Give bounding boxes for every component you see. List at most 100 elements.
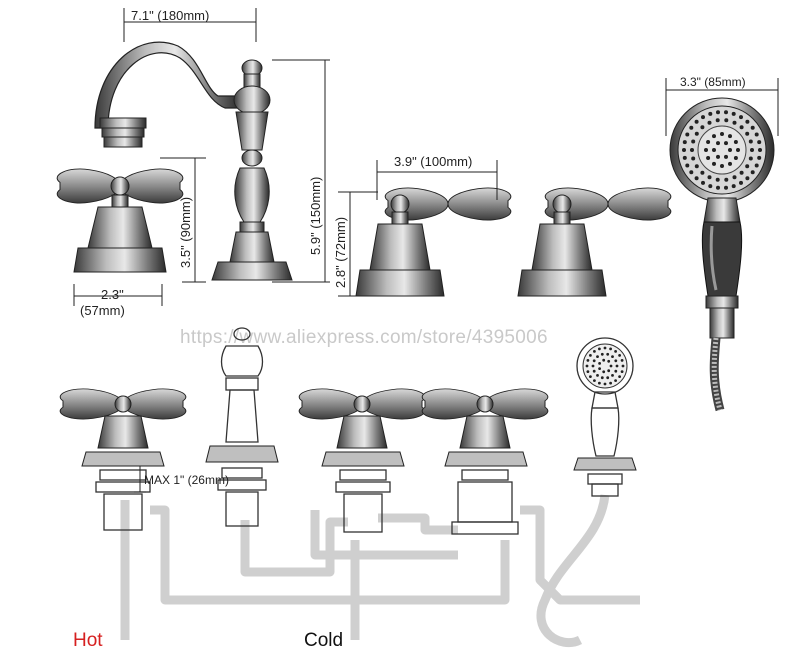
installation-diagram: MAX 1" (26mm) bbox=[59, 327, 640, 648]
nozzle-dot bbox=[598, 367, 601, 370]
nozzle-dot bbox=[694, 131, 699, 136]
left-handle bbox=[56, 168, 184, 273]
nozzle-dot bbox=[745, 176, 750, 181]
nozzle-dot bbox=[731, 111, 736, 116]
nozzle-dot bbox=[620, 370, 624, 373]
nozzle-dot bbox=[724, 177, 729, 182]
nozzle-dot bbox=[685, 132, 690, 137]
nozzle-dot bbox=[748, 139, 753, 144]
nozzle-dot bbox=[728, 161, 732, 166]
shower-nozzles bbox=[682, 110, 762, 190]
nozzle-dot bbox=[682, 140, 687, 145]
nozzle-dot bbox=[600, 376, 604, 380]
nozzle-dot bbox=[707, 120, 712, 125]
nozzle-dot bbox=[618, 375, 621, 378]
nozzle-dot bbox=[724, 118, 729, 123]
nozzle-dot bbox=[620, 359, 624, 362]
nozzle-dot bbox=[716, 110, 720, 115]
shower-head-label: 3.3" (85mm) bbox=[680, 75, 746, 89]
spout-opening-label: 3.5" (90mm) bbox=[178, 197, 193, 268]
nozzle-dot bbox=[708, 111, 713, 116]
nozzle-dot bbox=[704, 148, 708, 152]
nozzle-dot bbox=[589, 354, 592, 357]
nozzle-dot bbox=[689, 170, 694, 175]
nozzle-dot bbox=[745, 131, 750, 136]
nozzle-dot bbox=[720, 132, 724, 136]
nozzle-dot bbox=[586, 359, 590, 362]
nozzle-dot bbox=[585, 364, 589, 368]
handle-spread-label: 3.9" (100mm) bbox=[394, 154, 472, 169]
nozzle-dot bbox=[736, 148, 740, 152]
middle-handle bbox=[355, 187, 512, 297]
nozzle-dot bbox=[614, 350, 617, 353]
nozzle-dot bbox=[739, 125, 744, 130]
nozzle-dot bbox=[690, 148, 694, 152]
store-watermark: https://www.aliexpress.com/store/4395006 bbox=[180, 327, 548, 348]
nozzle-dot bbox=[724, 141, 728, 146]
right-handle bbox=[517, 187, 672, 297]
nozzle-dot bbox=[728, 134, 732, 139]
nozzle-dot bbox=[706, 156, 711, 160]
nozzle-dot bbox=[593, 379, 596, 382]
nozzle-dot bbox=[596, 374, 599, 377]
nozzle-dot bbox=[728, 148, 732, 152]
nozzle-dot bbox=[716, 141, 720, 146]
nozzle-dot bbox=[712, 161, 716, 166]
nozzle-dot bbox=[607, 359, 611, 363]
nozzle-dot bbox=[707, 175, 712, 180]
nozzle-dot bbox=[602, 370, 606, 374]
nozzle-dot bbox=[754, 132, 759, 137]
nozzle-dot bbox=[618, 354, 621, 357]
hand-shower bbox=[669, 97, 775, 412]
nozzle-dot bbox=[716, 185, 720, 190]
spout-assembly bbox=[94, 41, 293, 281]
nozzle-dot bbox=[589, 375, 592, 378]
nozzle-dot bbox=[596, 355, 599, 358]
nozzle-dot bbox=[586, 370, 590, 373]
nozzle-dot bbox=[739, 180, 743, 185]
nozzle-dot bbox=[614, 379, 617, 382]
nozzle-dot bbox=[592, 369, 596, 373]
nozzle-dot bbox=[685, 163, 690, 168]
nozzle-dot bbox=[733, 140, 738, 144]
nozzle-dot bbox=[682, 148, 686, 152]
nozzle-dot bbox=[611, 355, 614, 358]
spout-reach-label: 7.1" (180mm) bbox=[131, 8, 209, 23]
nozzle-dot bbox=[750, 170, 755, 175]
nozzle-dot bbox=[689, 125, 694, 130]
nozzle-dot bbox=[750, 148, 754, 152]
spout-height-label: 5.9" (150mm) bbox=[308, 177, 323, 255]
nozzle-dot bbox=[614, 359, 618, 363]
nozzle-dot bbox=[593, 350, 596, 353]
nozzle-dot bbox=[715, 177, 720, 182]
nozzle-dot bbox=[694, 119, 699, 124]
nozzle-dot bbox=[745, 164, 750, 169]
nozzle-dot bbox=[615, 364, 619, 368]
nozzle-dot bbox=[602, 358, 606, 362]
nozzle-dot bbox=[701, 115, 705, 120]
deck-max-label: MAX 1" (26mm) bbox=[144, 473, 229, 487]
nozzle-dot bbox=[600, 352, 604, 356]
handle-base-inch-label: 2.3" bbox=[101, 287, 124, 302]
nozzle-dot bbox=[609, 347, 612, 351]
nozzle-dot bbox=[732, 120, 737, 125]
nozzle-dot bbox=[720, 164, 724, 168]
nozzle-dot bbox=[691, 139, 696, 144]
nozzle-dot bbox=[700, 170, 705, 175]
handle-height-label: 2.8" (72mm) bbox=[333, 217, 348, 288]
nozzle-dot bbox=[606, 376, 610, 380]
nozzle-dot bbox=[754, 163, 759, 168]
nozzle-dot bbox=[724, 185, 728, 190]
nozzle-dot bbox=[748, 156, 753, 161]
nozzle-dot bbox=[609, 364, 613, 368]
nozzle-dot bbox=[732, 175, 737, 180]
nozzle-dot bbox=[715, 118, 720, 123]
cold-label: Cold bbox=[304, 630, 343, 651]
cold-valve bbox=[298, 388, 426, 533]
nozzle-dot bbox=[598, 347, 601, 351]
nozzle-dot bbox=[739, 170, 744, 175]
handle-base-mm-label: (57mm) bbox=[80, 303, 125, 318]
nozzle-dot bbox=[733, 156, 738, 160]
nozzle-dot bbox=[621, 364, 625, 368]
